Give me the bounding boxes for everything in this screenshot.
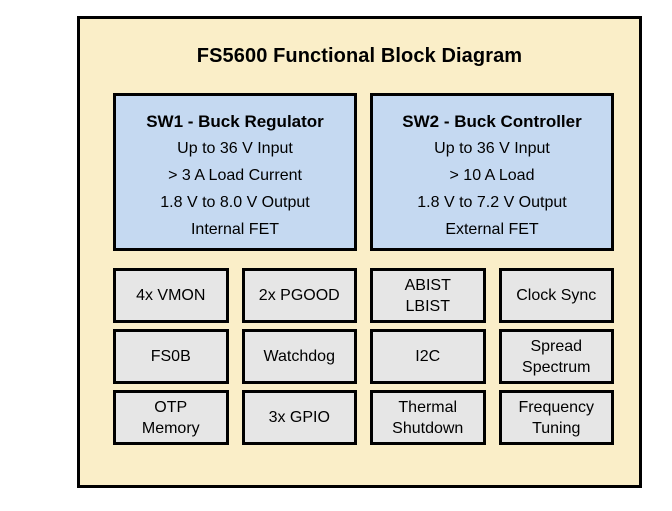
switcher-block-spec-line: Up to 36 V Input	[177, 140, 293, 157]
feature-block-label: LBIST	[405, 297, 450, 315]
switcher-block-spec-line: 1.8 V to 8.0 V Output	[160, 194, 310, 211]
feature-block-label: Spectrum	[522, 358, 591, 376]
switcher-block-spec-line: 1.8 V to 7.2 V Output	[417, 194, 567, 211]
feature-block: FS0B	[113, 329, 229, 384]
switcher-block-spec-line: Up to 36 V Input	[434, 140, 550, 157]
feature-block: 2x PGOOD	[241, 268, 357, 323]
switcher-block-2: SW2 - Buck Controller Up to 36 V Input > 1…	[370, 93, 614, 251]
feature-block: Watchdog	[241, 329, 357, 384]
feature-block: Clock Sync	[498, 268, 614, 323]
feature-block-label: FS0B	[150, 348, 191, 365]
feature-block-label: Shutdown	[392, 419, 464, 437]
switcher-block-1: SW1 - Buck Regulator Up to 36 V Input > 3 …	[113, 93, 357, 251]
switcher-block-title: SW1 - Buck Regulator	[146, 112, 324, 131]
feature-block-label: I2C	[415, 348, 441, 365]
feature-block-label: Tuning	[532, 419, 581, 437]
feature-block-label: OTP	[154, 398, 188, 416]
feature-block: I2C	[370, 329, 486, 384]
switcher-block-spec-line: > 10 A Load	[449, 167, 535, 184]
feature-block: 3x GPIO	[241, 390, 357, 445]
page-title: FS5600 Functional Block Diagram	[196, 45, 523, 67]
feature-block-label: 3x GPIO	[268, 409, 330, 426]
feature-block-label: Thermal	[398, 398, 458, 416]
feature-block-label: ABIST	[404, 276, 451, 294]
functional-block-diagram-panel: FS5600 Functional Block Diagram SW1 - Bu…	[77, 16, 642, 488]
switcher-block-spec-line: Internal FET	[190, 221, 280, 238]
feature-block-label: 2x PGOOD	[258, 287, 340, 304]
feature-block: ABIST LBIST	[370, 268, 486, 323]
feature-block: 4x VMON	[113, 268, 229, 323]
feature-block-label: Frequency	[518, 398, 595, 416]
switcher-block-row: SW1 - Buck Regulator Up to 36 V Input > 3 …	[113, 93, 614, 251]
feature-block-label: Memory	[141, 419, 200, 437]
feature-block-label: 4x VMON	[136, 287, 206, 304]
switcher-block-spec-line: External FET	[445, 221, 539, 238]
feature-block-label: Spread	[530, 337, 583, 355]
switcher-block-title: SW2 - Buck Controller	[402, 112, 582, 131]
feature-block: OTP Memory	[113, 390, 229, 445]
feature-block-label: Watchdog	[263, 348, 335, 365]
feature-block-label: Clock Sync	[516, 287, 597, 304]
switcher-block-spec-line: > 3 A Load Current	[168, 167, 302, 184]
